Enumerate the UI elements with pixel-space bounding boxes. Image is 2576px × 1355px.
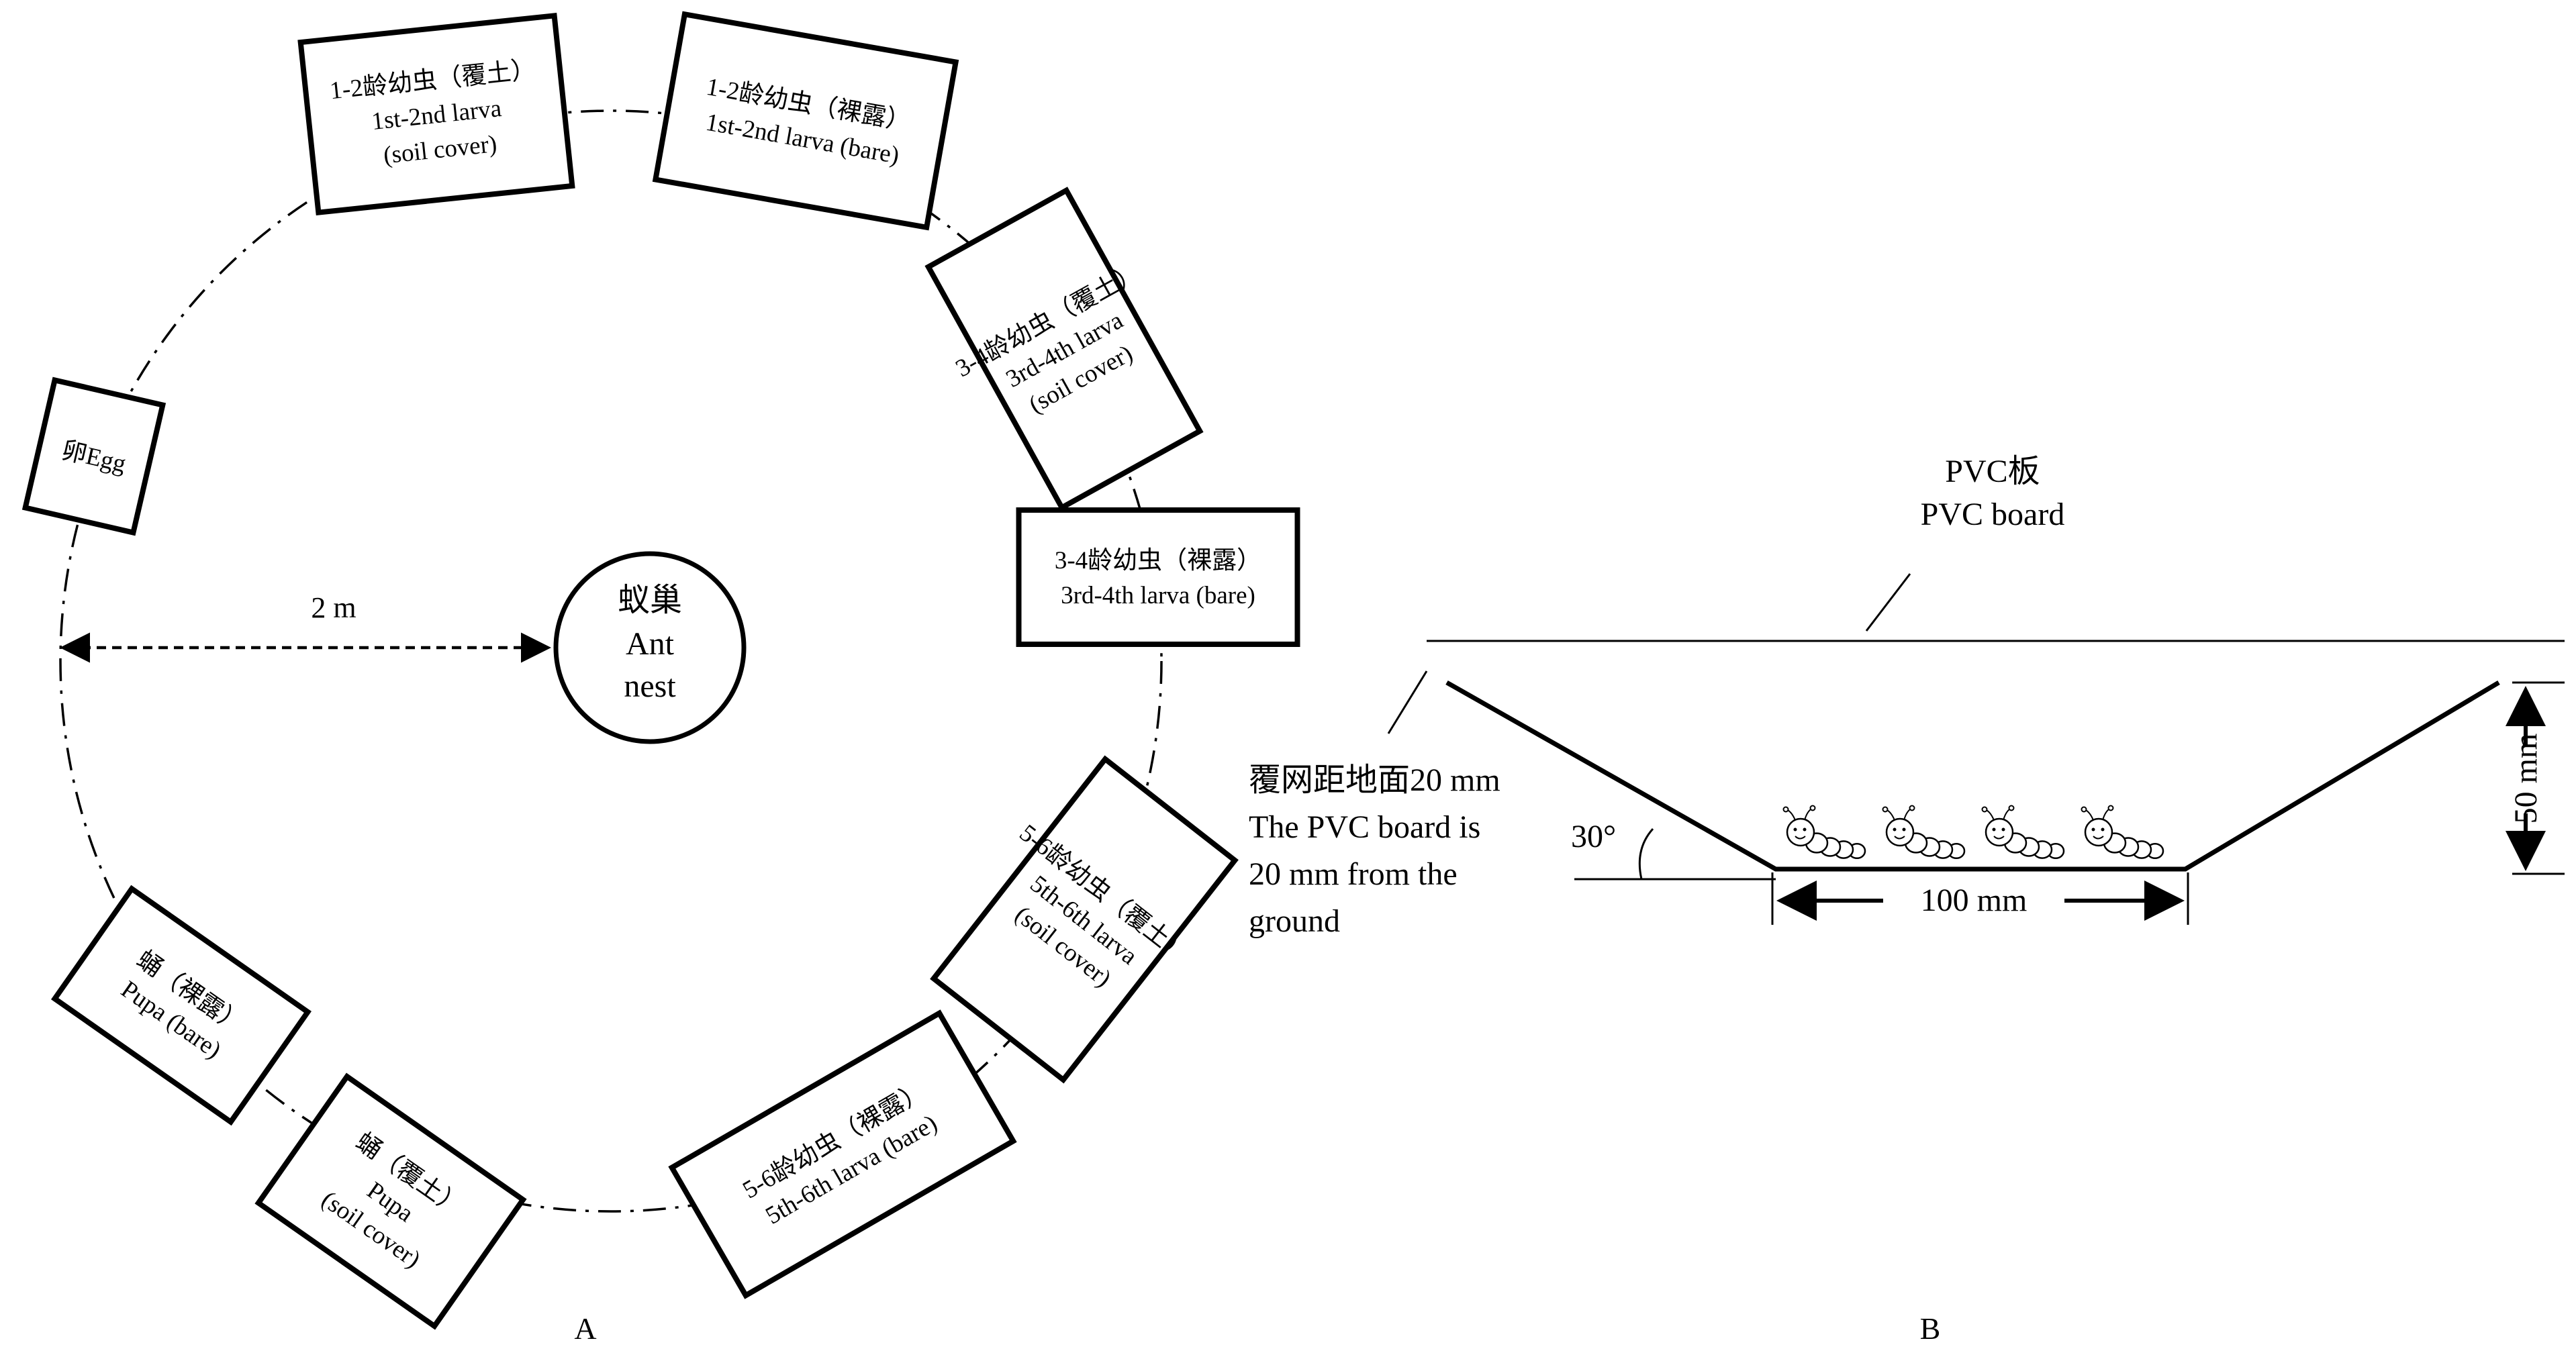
station-frame: [924, 187, 1204, 511]
caterpillar-icon: [2081, 805, 2164, 860]
pvc-board-zh: PVC板: [1945, 454, 2040, 489]
station-frame: [1016, 507, 1300, 647]
station-frame: [668, 1009, 1017, 1299]
pvc-board-en: PVC board: [1921, 497, 2065, 532]
caterpillar-icon: [1882, 805, 1966, 860]
station-frame: [21, 377, 166, 536]
ant-nest-zh: 蚁巢: [618, 583, 682, 618]
panel-b-label: B: [1920, 1311, 1941, 1346]
station-frame: [930, 755, 1239, 1084]
caterpillar-icon: [1981, 805, 2065, 860]
station-box-larva34-bare: 3-4龄幼虫（裸露） 3rd-4th larva (bare): [1016, 507, 1300, 647]
station-frame: [51, 885, 312, 1126]
caterpillar-icon: [1782, 805, 1866, 860]
station-box-pupa-bare: 蛹（裸露）Pupa (bare): [51, 885, 312, 1126]
gap-note-leader: [1387, 670, 1428, 734]
gap-note-line-2: The PVC board is: [1249, 809, 1480, 845]
radius-label: 2 m: [311, 591, 356, 624]
station-box-larva56-bare: 5-6龄幼虫（裸露）5th-6th larva (bare): [668, 1009, 1017, 1299]
station-frame: [652, 11, 959, 231]
station-label-line: 3rd-4th larva (bare): [1061, 582, 1255, 609]
ant-nest: 蚁巢 Ant nest: [553, 551, 747, 744]
pvc-board-leader: [1865, 573, 1911, 632]
panel-b: PVC板 PVC board 覆网距地面20 mm The PVC board …: [1249, 454, 2565, 1346]
station-box-larva12-soil: 1-2龄幼虫（覆土）1st-2nd larva(soil cover): [297, 12, 575, 216]
station-box-larva56-soil: 5-6龄幼虫（覆土）5th-6th larva(soil cover): [930, 755, 1239, 1084]
width-label: 100 mm: [1921, 883, 2028, 918]
panel-a-label: A: [574, 1311, 596, 1346]
station-box-larva34-soil: 3-4龄幼虫（覆土）3rd-4th larva(soil cover): [924, 187, 1204, 511]
angle-label: 30°: [1571, 819, 1616, 854]
station-box-pupa-soil: 蛹（覆土）Pupa(soil cover): [254, 1072, 527, 1330]
station-box-egg: 卵Egg: [21, 377, 166, 536]
stations: 卵Egg 1-2龄幼虫（覆土）1st-2nd larva(soil cover) 1…: [21, 11, 1300, 1330]
trench-profile: [1445, 680, 2500, 872]
ant-nest-en-1: Ant: [626, 626, 675, 662]
station-frame: [254, 1072, 527, 1330]
angle-arc: [1638, 827, 1654, 880]
station-frame: [297, 12, 575, 216]
station-box-larva12-bare: 1-2龄幼虫（裸露）1st-2nd larva (bare): [652, 11, 959, 231]
station-label-line: 3-4龄幼虫（裸露）: [1055, 546, 1261, 574]
gap-note-line-4: ground: [1249, 903, 1340, 939]
larvae-group: [1782, 805, 2164, 860]
panel-a: 蚁巢 Ant nest 2 m 卵Egg 1-2龄幼虫（覆土）1st-2nd la…: [21, 11, 1300, 1346]
ant-nest-en-2: nest: [624, 668, 676, 704]
depth-label: 50 mm: [2508, 734, 2544, 824]
gap-note-line-3: 20 mm from the: [1249, 856, 1458, 892]
gap-note-line-1: 覆网距地面20 mm: [1249, 762, 1500, 798]
